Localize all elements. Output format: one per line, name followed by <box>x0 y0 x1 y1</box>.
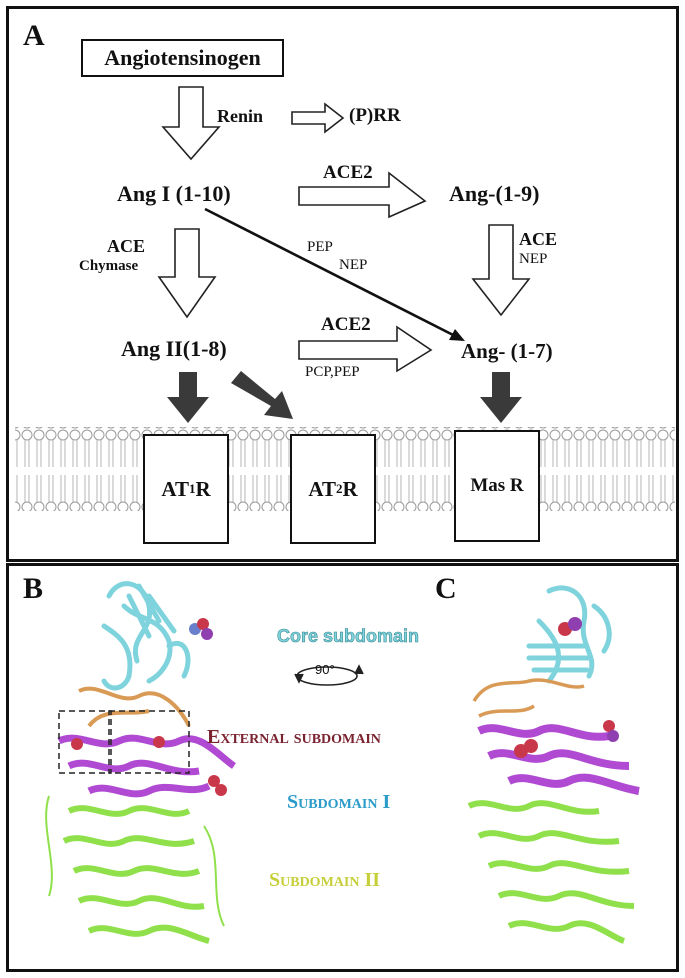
panel-bc: B C <box>6 563 679 972</box>
ang2-label: Ang II(1-8) <box>121 336 227 361</box>
ang1-label: Ang I (1-10) <box>117 181 231 206</box>
legend-rotation: 90° <box>315 662 335 677</box>
arrow-ang17-to-masr <box>480 372 522 423</box>
panel-b-label: B <box>23 572 44 605</box>
arrow-angiotensinogen-to-ang1 <box>161 86 221 161</box>
arrow-ang2-to-ang17 <box>298 325 433 373</box>
nep-right-label: NEP <box>519 251 548 267</box>
prr-label: (P)RR <box>349 105 401 126</box>
panel-a: A <box>6 6 679 562</box>
rotation-arrow-icon <box>294 664 364 686</box>
arrow-ang1-to-ang19 <box>298 171 427 219</box>
ang17-label: Ang- (1-7) <box>461 339 553 363</box>
arrow-ang2-to-at2r <box>231 371 293 419</box>
ace2-top-label: ACE2 <box>323 162 373 183</box>
chymase-label: Chymase <box>79 258 139 274</box>
arrow-ang1-to-ang17 <box>204 207 462 341</box>
ace-right-label: ACE <box>519 229 558 249</box>
masr-receptor: Mas R <box>454 430 540 542</box>
protein-structures <box>45 581 640 944</box>
legend-core-subdomain: Core subdomain <box>277 626 420 647</box>
arrow-ang2-to-at1r <box>167 372 209 423</box>
arrow-ang19-to-ang17 <box>471 224 531 317</box>
ang19-label: Ang-(1-9) <box>449 181 540 206</box>
ace-left-label: ACE <box>107 236 146 256</box>
panel-c-label: C <box>435 572 457 605</box>
pep-label: PEP <box>307 239 333 255</box>
structure-c <box>467 585 640 944</box>
renin-label: Renin <box>217 106 264 126</box>
angiotensinogen-box: Angiotensinogen <box>81 39 284 77</box>
legend-external-subdomain: External subdomain <box>207 726 381 748</box>
ace2-bottom-label: ACE2 <box>321 314 371 335</box>
panel-a-label: A <box>23 19 45 52</box>
legend-subdomain-i: Subdomain I <box>287 791 391 813</box>
nep-mid-label: NEP <box>339 257 368 273</box>
arrow-ang1-to-ang17-head <box>449 329 465 341</box>
pcp-pep-label: PCP,PEP <box>305 364 360 380</box>
legend-subdomain-ii: Subdomain II <box>269 869 381 891</box>
structure-b <box>45 581 237 944</box>
arrow-ang1-to-ang2 <box>157 228 217 319</box>
arrow-renin-to-prr <box>291 102 345 134</box>
